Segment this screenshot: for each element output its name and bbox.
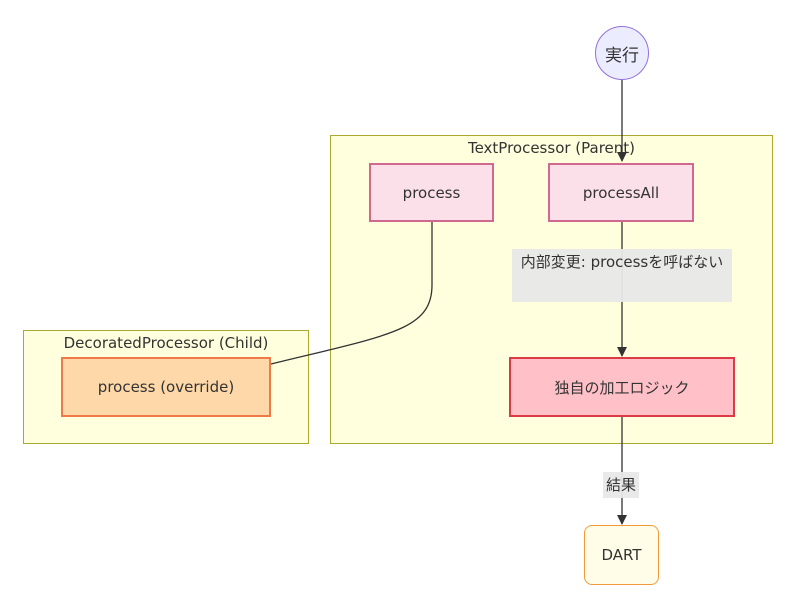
processAll-node-label: processAll (582, 183, 660, 202)
process-override-node[interactable]: process (override) (61, 357, 271, 417)
process-node-label: process (402, 183, 461, 202)
processAll-node[interactable]: processAll (548, 163, 694, 222)
parent-subgraph-title: TextProcessor (Parent) (467, 139, 636, 157)
process-override-node-label: process (override) (97, 378, 235, 396)
result-edge-label: 結果 (603, 472, 639, 498)
custom-logic-node[interactable]: 独自の加工ロジック (509, 357, 735, 417)
start-node-label: 実行 (605, 45, 639, 66)
custom-logic-node-label: 独自の加工ロジック (554, 378, 690, 397)
dart-node[interactable]: DART (584, 525, 659, 585)
start-node[interactable]: 実行 (595, 26, 649, 80)
child-subgraph-title: DecoratedProcessor (Child) (63, 334, 269, 352)
dart-node-label: DART (601, 546, 642, 564)
edge-process-to-override (270, 222, 433, 365)
internal-change-edge-label: 内部変更: processを呼ばない (512, 249, 732, 302)
process-node[interactable]: process (369, 163, 494, 222)
